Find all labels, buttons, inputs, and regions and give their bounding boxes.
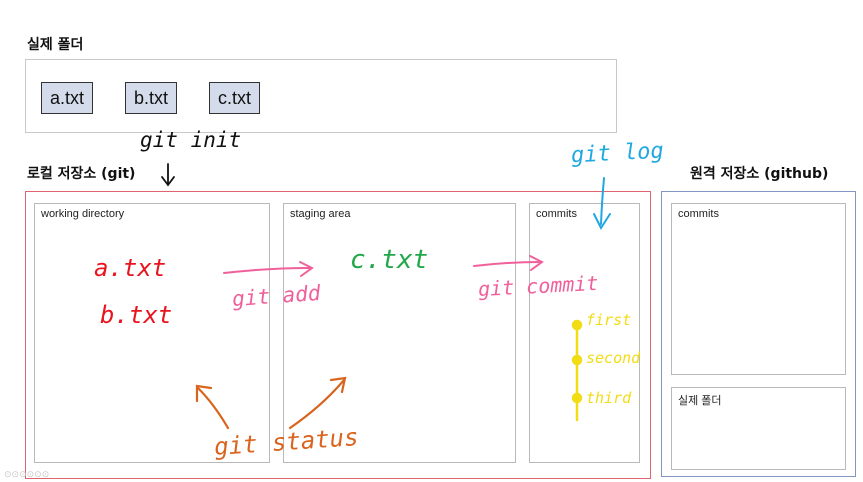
- real-folder-title: 실제 폴더: [27, 37, 84, 53]
- working-directory-label: working directory: [41, 208, 125, 220]
- commits-area: commits: [529, 203, 640, 463]
- file-a-txt[interactable]: a.txt: [41, 82, 94, 114]
- local-repo-title: 로컬 저장소 (git): [27, 166, 136, 182]
- commit-label-second: second: [586, 349, 641, 367]
- commit-label-first: first: [586, 311, 632, 329]
- commit-label-third: third: [586, 389, 632, 407]
- staged-file-c: c.txt: [350, 245, 429, 275]
- remote-folder-area: 실제 폴더: [671, 387, 846, 470]
- file-b-txt[interactable]: b.txt: [125, 82, 178, 114]
- commits-label: commits: [536, 208, 577, 220]
- working-directory-area: working directory: [34, 203, 270, 463]
- remote-repo-box: commits 실제 폴더: [661, 191, 856, 477]
- remote-folder-label: 실제 폴더: [678, 395, 722, 407]
- staging-area: staging area: [283, 203, 516, 463]
- local-repo-box: working directory staging area commits: [25, 191, 651, 479]
- working-file-b: b.txt: [100, 301, 173, 329]
- remote-commits-area: commits: [671, 203, 846, 375]
- file-c-txt[interactable]: c.txt: [209, 82, 261, 114]
- remote-repo-title: 원격 저장소 (github): [690, 166, 829, 182]
- footer-glyphs: ⊙⊙⊙⊙⊙⊙: [4, 470, 50, 480]
- git-init-annotation: git init: [140, 128, 242, 152]
- working-file-a: a.txt: [94, 254, 167, 282]
- git-log-annotation: git log: [570, 138, 665, 169]
- real-folder-box: a.txt b.txt c.txt: [25, 59, 617, 133]
- staging-area-label: staging area: [290, 208, 351, 220]
- remote-commits-label: commits: [678, 208, 719, 220]
- git-init-arrow: [161, 163, 175, 187]
